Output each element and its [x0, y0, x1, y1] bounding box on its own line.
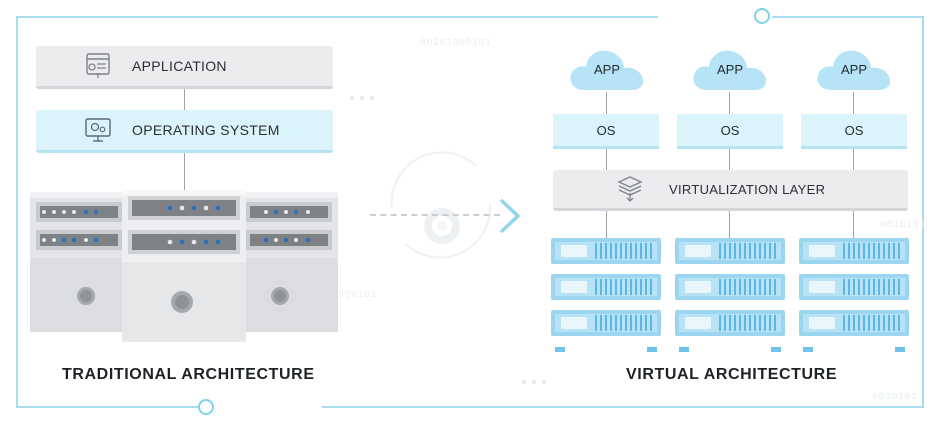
app-label: APP	[840, 62, 867, 77]
connector-line	[606, 92, 607, 114]
operating-system-bar: OPERATING SYSTEM	[36, 110, 333, 153]
frame-top-step	[656, 16, 658, 18]
arrow-head-icon	[500, 199, 520, 233]
os-box: OS	[801, 114, 907, 149]
os-box: OS	[553, 114, 659, 149]
frame-left-line	[16, 16, 18, 408]
connector-line	[184, 152, 185, 190]
document-gear-icon	[80, 51, 116, 81]
operating-system-label: OPERATING SYSTEM	[132, 122, 280, 138]
frame-bottom-left-line	[16, 406, 198, 408]
virtualization-layer-label: VIRTUALIZATION LAYER	[669, 181, 826, 197]
dots-decoration	[350, 96, 374, 100]
binary-decoration: 0010101	[880, 220, 926, 231]
cloud-app-icon	[570, 50, 643, 90]
app-label: APP	[716, 62, 743, 77]
frame-right-line	[922, 16, 924, 408]
binary-decoration: 00101000101	[420, 38, 492, 49]
os-box: OS	[677, 114, 783, 149]
layers-icon	[615, 174, 645, 204]
connector-line	[853, 211, 854, 238]
virtualization-layer-bar: VIRTUALIZATION LAYER	[553, 170, 908, 211]
server-unit	[551, 274, 661, 300]
cloud-app-icon	[817, 50, 890, 90]
connector-line	[606, 211, 607, 238]
server-unit	[675, 274, 785, 300]
server-rack	[799, 238, 909, 352]
application-bar: APPLICATION	[36, 46, 333, 89]
binary-decoration: 0010101	[872, 392, 918, 403]
frame-top-ring	[754, 8, 770, 24]
traditional-architecture-caption: TRADITIONAL ARCHITECTURE	[62, 366, 315, 383]
connector-line	[184, 86, 185, 110]
frame-bottom-right-line	[322, 406, 924, 408]
server-unit	[675, 310, 785, 336]
frame-top-line	[16, 16, 658, 18]
monitor-gear-icon	[80, 115, 116, 145]
binary-decoration: 000101	[338, 290, 378, 301]
server-rack	[675, 238, 785, 352]
connector-line	[606, 149, 607, 170]
app-label: APP	[593, 62, 620, 77]
connector-line	[729, 149, 730, 170]
server-unit	[551, 310, 661, 336]
frame-top-right-line	[772, 16, 924, 18]
frame-bottom-ring	[198, 399, 214, 415]
dots-decoration	[522, 380, 546, 384]
connector-line	[853, 149, 854, 170]
server-unit	[799, 238, 909, 264]
connector-line	[729, 211, 730, 238]
gear-arrow-icon	[390, 151, 492, 259]
cloud-app-icon	[693, 50, 766, 90]
connector-line	[853, 92, 854, 114]
server-unit	[551, 238, 661, 264]
server-rack	[551, 238, 661, 352]
server-unit	[799, 274, 909, 300]
connector-line	[729, 92, 730, 114]
server-unit	[675, 238, 785, 264]
virtual-architecture-caption: VIRTUAL ARCHITECTURE	[626, 366, 838, 383]
server-unit	[799, 310, 909, 336]
transition-arrow-line	[370, 214, 500, 216]
application-label: APPLICATION	[132, 58, 227, 74]
physical-servers-illustration	[30, 190, 338, 342]
